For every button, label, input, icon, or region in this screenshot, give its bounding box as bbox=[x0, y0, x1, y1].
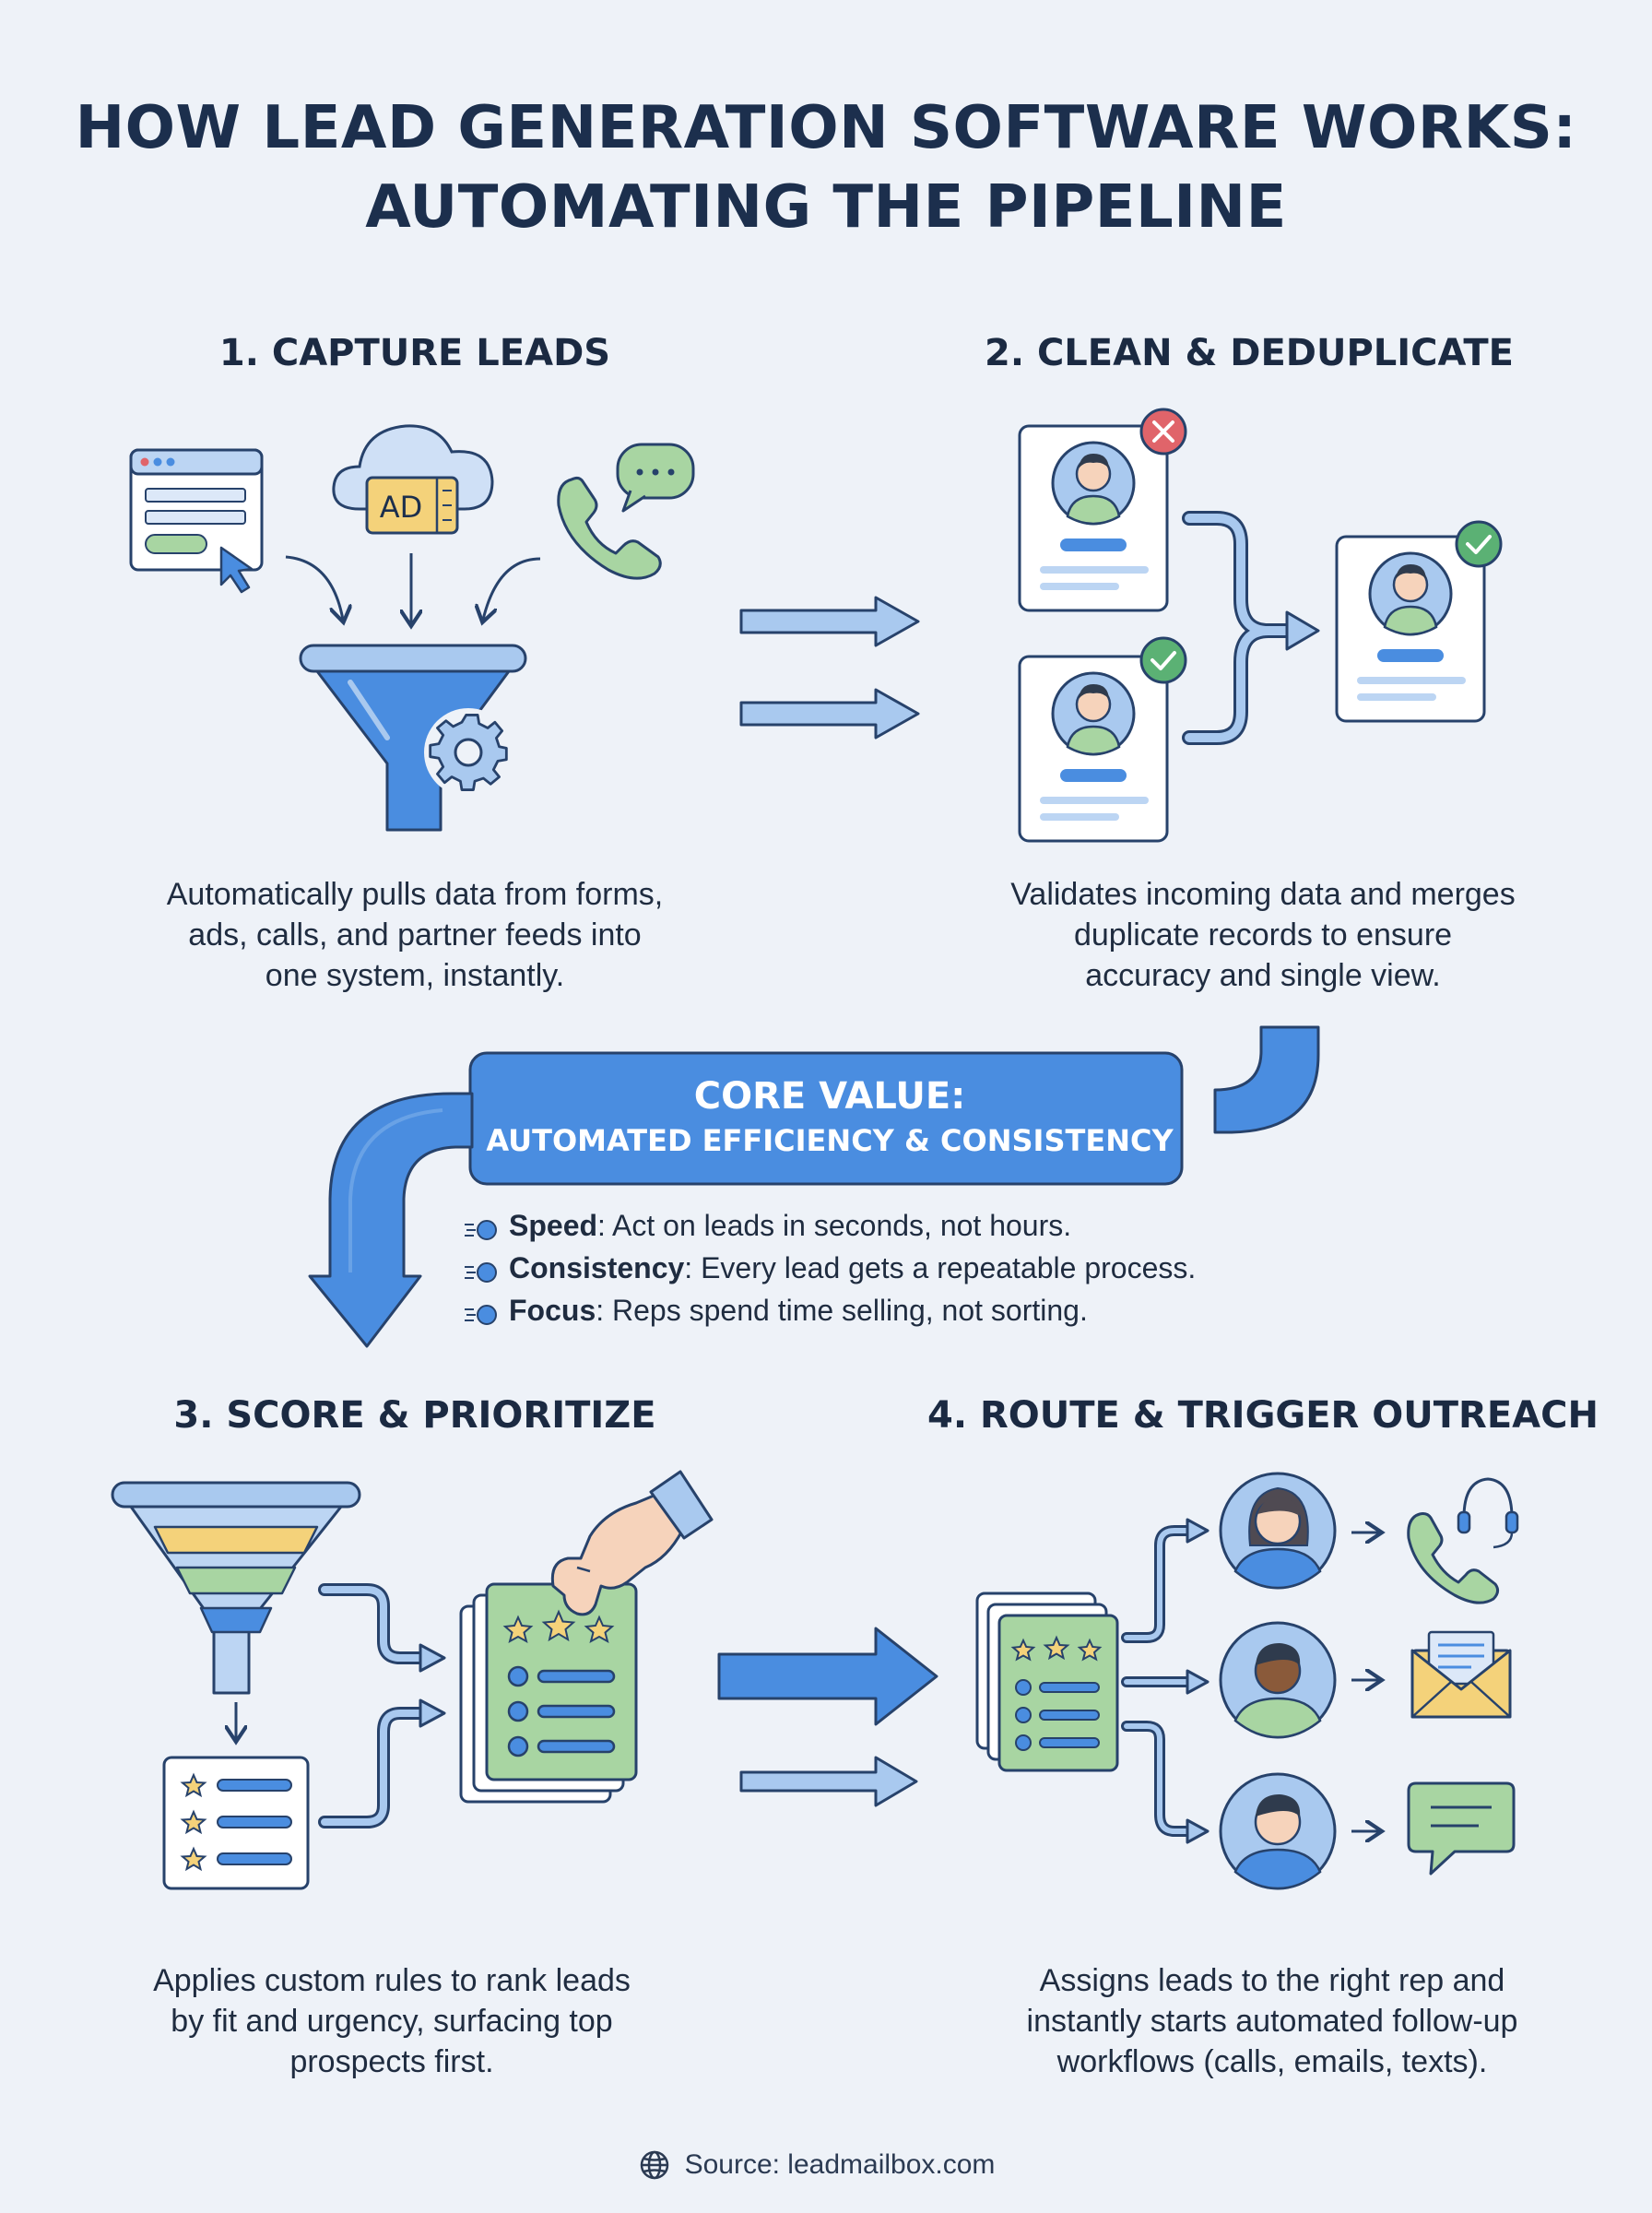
benefit-bullets bbox=[465, 1220, 497, 1325]
score-funnel-icon bbox=[111, 1481, 361, 1695]
benefits-list: Speed : Act on leads in seconds, not hou… bbox=[461, 1204, 1196, 1331]
core-value-highlights bbox=[348, 1108, 443, 1272]
flow-arrow-1-2 bbox=[739, 596, 920, 740]
globe-icon bbox=[640, 2150, 669, 2180]
contact-card-icon bbox=[1018, 424, 1169, 612]
cloud-ad-icon bbox=[332, 424, 494, 535]
benefit-bullet-icon bbox=[465, 1262, 497, 1283]
email-envelope-icon bbox=[1410, 1630, 1512, 1719]
step-1-title: 1. CAPTURE LEADS bbox=[218, 332, 611, 374]
source-credit: Source: leadmailbox.com bbox=[0, 2147, 1652, 2183]
check-badge-icon bbox=[1139, 636, 1187, 684]
title-line-1: HOW LEAD GENERATION SOFTWARE WORKS: bbox=[75, 94, 1577, 162]
phone-chat-icon bbox=[557, 443, 695, 580]
core-value-title: CORE VALUE: bbox=[693, 1075, 966, 1118]
benefit-bullet-icon bbox=[465, 1305, 497, 1325]
ad-label: AD bbox=[380, 490, 423, 525]
headset-phone-icon bbox=[1407, 1477, 1519, 1604]
desc-line: Applies custom rules to rank leads bbox=[153, 1963, 631, 1998]
channel-arrows bbox=[1351, 1533, 1379, 1831]
step-3-title: 3. SCORE & PRIORITIZE bbox=[173, 1394, 656, 1437]
benefit-speed: Speed : Act on leads in seconds, not hou… bbox=[461, 1204, 1196, 1247]
benefit-text: : Act on leads in seconds, not hours. bbox=[597, 1209, 1072, 1242]
step-3-description: Applies custom rules to rank leads by fi… bbox=[92, 1960, 691, 2082]
core-value-subtitle: AUTOMATED EFFICIENCY & CONSISTENCY bbox=[486, 1123, 1174, 1158]
benefit-label: Speed bbox=[509, 1209, 598, 1242]
step-4-title: 4. ROUTE & TRIGGER OUTREACH bbox=[927, 1394, 1599, 1437]
benefit-label: Focus bbox=[509, 1294, 596, 1327]
capture-arrows bbox=[285, 553, 541, 623]
step-1-description: Automatically pulls data from forms, ads… bbox=[101, 874, 728, 996]
lead-stack-icon bbox=[975, 1592, 1119, 1772]
merge-arrows-fill bbox=[1185, 514, 1295, 742]
desc-line: accuracy and single view. bbox=[1085, 958, 1441, 993]
benefit-text: : Reps spend time selling, not sorting. bbox=[596, 1294, 1088, 1327]
benefit-consistency: Consistency : Every lead gets a repeatab… bbox=[461, 1247, 1196, 1289]
benefit-focus: Focus : Reps spend time selling, not sor… bbox=[461, 1289, 1196, 1331]
desc-line: workflows (calls, emails, texts). bbox=[1056, 2044, 1488, 2079]
browser-form-icon bbox=[129, 448, 264, 594]
rep-avatar-icon bbox=[1219, 1772, 1337, 1890]
title-line-2: AUTOMATING THE PIPELINE bbox=[365, 173, 1287, 242]
benefit-label: Consistency bbox=[509, 1251, 685, 1284]
desc-line: Assigns leads to the right rep and bbox=[1039, 1963, 1505, 1998]
benefit-bullet-icon bbox=[465, 1220, 497, 1240]
desc-line: Automatically pulls data from forms, bbox=[166, 877, 664, 912]
contact-card-icon bbox=[1335, 535, 1486, 723]
contact-card-icon bbox=[1018, 655, 1169, 843]
page-title: HOW LEAD GENERATION SOFTWARE WORKS: AUTO… bbox=[0, 89, 1652, 247]
rep-avatar-icon bbox=[1219, 1621, 1337, 1739]
merge-arrowhead bbox=[1285, 610, 1320, 651]
flow-arrow-3-4 bbox=[717, 1627, 938, 1807]
desc-line: instantly starts automated follow-up bbox=[1026, 2004, 1518, 2039]
funnel-gear-icon bbox=[299, 644, 527, 832]
rank-arrowheads bbox=[419, 1643, 446, 1728]
desc-line: prospects first. bbox=[289, 2044, 494, 2079]
rep-avatar-icon bbox=[1219, 1472, 1337, 1590]
desc-line: by fit and urgency, surfacing top bbox=[171, 2004, 613, 2039]
text-message-icon bbox=[1407, 1781, 1516, 1876]
error-badge-icon bbox=[1139, 408, 1187, 456]
step-4-description: Assigns leads to the right rep and insta… bbox=[940, 1960, 1604, 2082]
step-2-title: 2. CLEAN & DEDUPLICATE bbox=[984, 332, 1514, 374]
route-arrowheads bbox=[1186, 1518, 1210, 1844]
desc-line: one system, instantly. bbox=[265, 958, 565, 993]
desc-line: Validates incoming data and merges bbox=[1010, 877, 1516, 912]
desc-line: duplicate records to ensure bbox=[1073, 917, 1453, 953]
rank-arrows bbox=[318, 1583, 431, 1828]
step-2-description: Validates incoming data and merges dupli… bbox=[940, 874, 1586, 996]
rated-list-icon bbox=[162, 1756, 310, 1890]
benefit-text: : Every lead gets a repeatable process. bbox=[684, 1251, 1197, 1284]
core-value-flow bbox=[308, 1025, 1320, 1348]
check-badge-icon bbox=[1455, 520, 1503, 568]
desc-line: ads, calls, and partner feeds into bbox=[188, 917, 642, 953]
hand-card-icon bbox=[459, 1470, 714, 1804]
source-link[interactable]: Source: leadmailbox.com bbox=[684, 2149, 996, 2180]
